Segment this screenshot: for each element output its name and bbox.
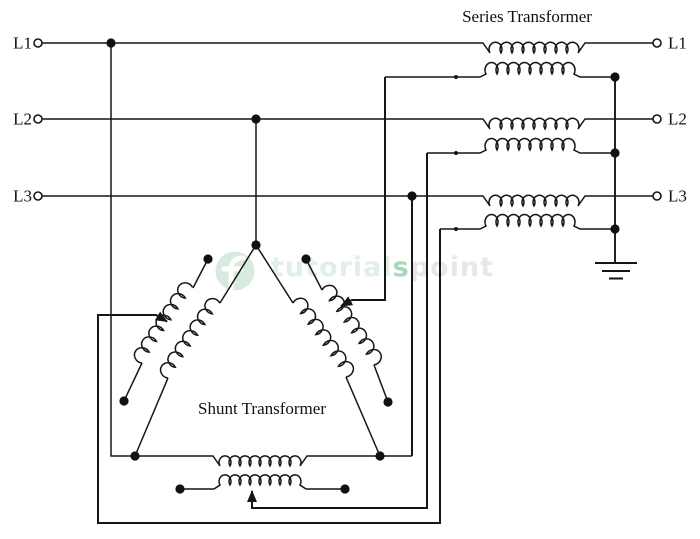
shunt-transformer — [110, 43, 412, 490]
terminal-label-right-l3: L3 — [668, 187, 687, 206]
bus-junction-dot-2 — [610, 148, 620, 158]
terminal-circle-right-l1 — [652, 38, 662, 48]
series-secondary-2 — [427, 137, 615, 154]
coil-path — [159, 297, 221, 379]
delta-left-inner-lead-top — [219, 244, 257, 304]
delta-right-inner-lead-bottom — [345, 376, 381, 457]
neutral-bus-and-ground — [595, 77, 637, 280]
terminal-label-left-l3: L3 — [13, 187, 32, 206]
junction-dot-l1 — [106, 38, 116, 48]
junction-dot-l2 — [251, 114, 261, 124]
junction-dot-l3 — [407, 191, 417, 201]
series-secondary-3 — [440, 213, 615, 230]
delta-right-outer-coil — [321, 284, 382, 366]
delta-right-inner-lead-top — [255, 244, 294, 304]
l1-drop-and-delta-bottom-side — [110, 43, 412, 468]
stub-terminal-dot — [119, 396, 129, 406]
lead-joint-dot — [454, 151, 458, 155]
stub-terminal-dot — [340, 484, 350, 494]
l2-conductor-with-series-primary — [42, 117, 653, 131]
tap-links — [97, 77, 441, 524]
watermark: tutorialspoint — [215, 251, 494, 291]
coil-path — [321, 284, 382, 366]
tap-link-to-bottom-winding — [247, 153, 428, 509]
delta-right-inner-coil — [292, 297, 355, 378]
delta-right-vertex-dot — [375, 451, 385, 461]
watermark-text: tutorialspoint — [271, 252, 494, 283]
delta-left-inner-lead-bottom — [134, 377, 169, 457]
bus-junction-dot-1 — [610, 72, 620, 82]
stub-terminal-dot — [203, 254, 213, 264]
coil-path — [133, 282, 194, 364]
terminal-label-left-l2: L2 — [13, 110, 32, 129]
shunt-transformer-label: Shunt Transformer — [198, 399, 326, 418]
ground-icon — [595, 262, 637, 280]
terminal-label-left-l1: L1 — [13, 34, 32, 53]
delta-left-outer-lead-bottom — [123, 362, 143, 402]
lead-joint-dot — [454, 75, 458, 79]
series-secondary-1 — [385, 61, 615, 78]
coil-path — [292, 297, 355, 378]
line-terminals: L1 L2 L3 L1 L2 L3 — [13, 34, 687, 206]
terminal-circle-left-l1 — [33, 38, 43, 48]
lead-joint-dot — [454, 227, 458, 231]
delta-right-outer-lead-bottom — [373, 364, 389, 403]
terminal-circle-right-l2 — [652, 114, 662, 124]
tap-link-to-left-winding — [97, 229, 441, 524]
delta-bottom-tap-winding — [184, 474, 341, 490]
delta-right-outer-lead-top — [305, 258, 323, 291]
delta-left-outer-lead-top — [192, 258, 209, 289]
delta-left-outer-coil — [133, 282, 194, 364]
delta-left-vertex-dot — [130, 451, 140, 461]
junction-dots — [106, 38, 620, 494]
bus-junction-dot-3 — [610, 224, 620, 234]
terminal-circle-left-l3 — [33, 191, 43, 201]
terminal-circle-left-l2 — [33, 114, 43, 124]
l3-conductor-with-series-primary — [42, 194, 653, 208]
terminal-label-right-l2: L2 — [668, 110, 687, 129]
stub-terminal-dot — [383, 397, 393, 407]
terminal-circle-right-l3 — [652, 191, 662, 201]
tap-link-to-right-winding — [340, 77, 386, 307]
delta-left-inner-coil — [159, 297, 221, 379]
series-transformer — [42, 41, 653, 231]
stub-terminal-dot — [301, 254, 311, 264]
series-transformer-label: Series Transformer — [462, 7, 592, 26]
terminal-label-right-l1: L1 — [668, 34, 687, 53]
l1-conductor-with-series-primary — [42, 41, 653, 55]
stub-terminal-dot — [175, 484, 185, 494]
delta-apex-dot — [251, 240, 261, 250]
